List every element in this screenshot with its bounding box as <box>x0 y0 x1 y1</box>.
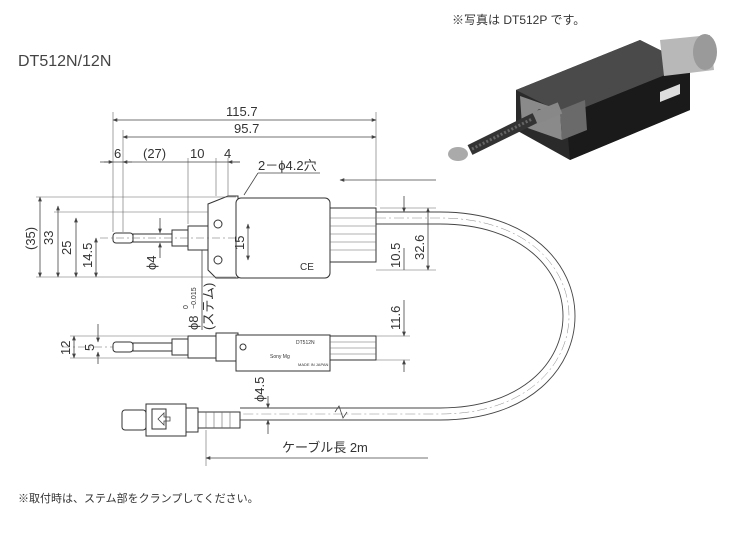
model-title: DT512N/12N <box>18 53 111 70</box>
dim-15: 15 <box>232 236 247 250</box>
ce-mark: CE <box>300 262 314 273</box>
dimension-labels: 115.7 95.7 6 (27) 10 4 2－ϕ4.2穴 (35) 33 2… <box>23 104 427 455</box>
cable-connector <box>121 403 241 437</box>
dim-overall-length: 115.7 <box>226 104 258 119</box>
side-view: DT512N Sony Mg MADE IN JAPAN <box>62 332 377 372</box>
mounting-hole <box>213 219 223 229</box>
side-model-label: DT512N <box>296 340 315 346</box>
dim-4: 4 <box>224 146 231 161</box>
side-body <box>235 334 331 372</box>
photo-note: ※写真は DT512P です。 <box>452 13 585 27</box>
dim-cable-length: ケーブル長 2m <box>282 440 368 455</box>
dim-phi4: ϕ4 <box>144 255 159 270</box>
dim-stem-label: (ステム) <box>201 283 216 330</box>
dim-body-length: 95.7 <box>234 121 259 136</box>
side-origin-label: MADE IN JAPAN <box>298 362 328 367</box>
dim-stem-tol-lower: −0.015 <box>191 287 198 309</box>
cable <box>240 211 576 421</box>
mounting-hole <box>213 255 223 265</box>
dim-11-6: 11.6 <box>388 306 403 330</box>
dim-h33: 33 <box>41 231 56 245</box>
dim-h25: 25 <box>59 241 74 255</box>
dim-10-5: 10.5 <box>388 243 403 268</box>
dim-32-6: 32.6 <box>412 235 427 260</box>
side-brand-label: Sony Mg <box>270 354 290 360</box>
dim-stem-tol-upper: 0 <box>183 305 190 309</box>
dim-5: 5 <box>82 344 97 351</box>
dim-10: 10 <box>190 146 204 161</box>
dim-6: 6 <box>114 146 121 161</box>
dimension-lines <box>36 112 436 466</box>
top-view: CE <box>100 195 377 279</box>
dim-12: 12 <box>58 341 73 355</box>
dim-h14-5: 14.5 <box>80 243 95 268</box>
footnote: ※取付時は、ステム部をクランプしてください。 <box>18 491 259 505</box>
dim-stem-dia: ϕ8 <box>186 315 201 330</box>
dim-hole: 2－ϕ4.2穴 <box>258 158 317 173</box>
dim-27: (27) <box>143 146 166 161</box>
product-photo <box>448 34 717 161</box>
dim-cable-dia: ϕ4.5 <box>252 377 267 402</box>
dim-h35: (35) <box>23 227 38 250</box>
sensor-body <box>235 197 331 279</box>
